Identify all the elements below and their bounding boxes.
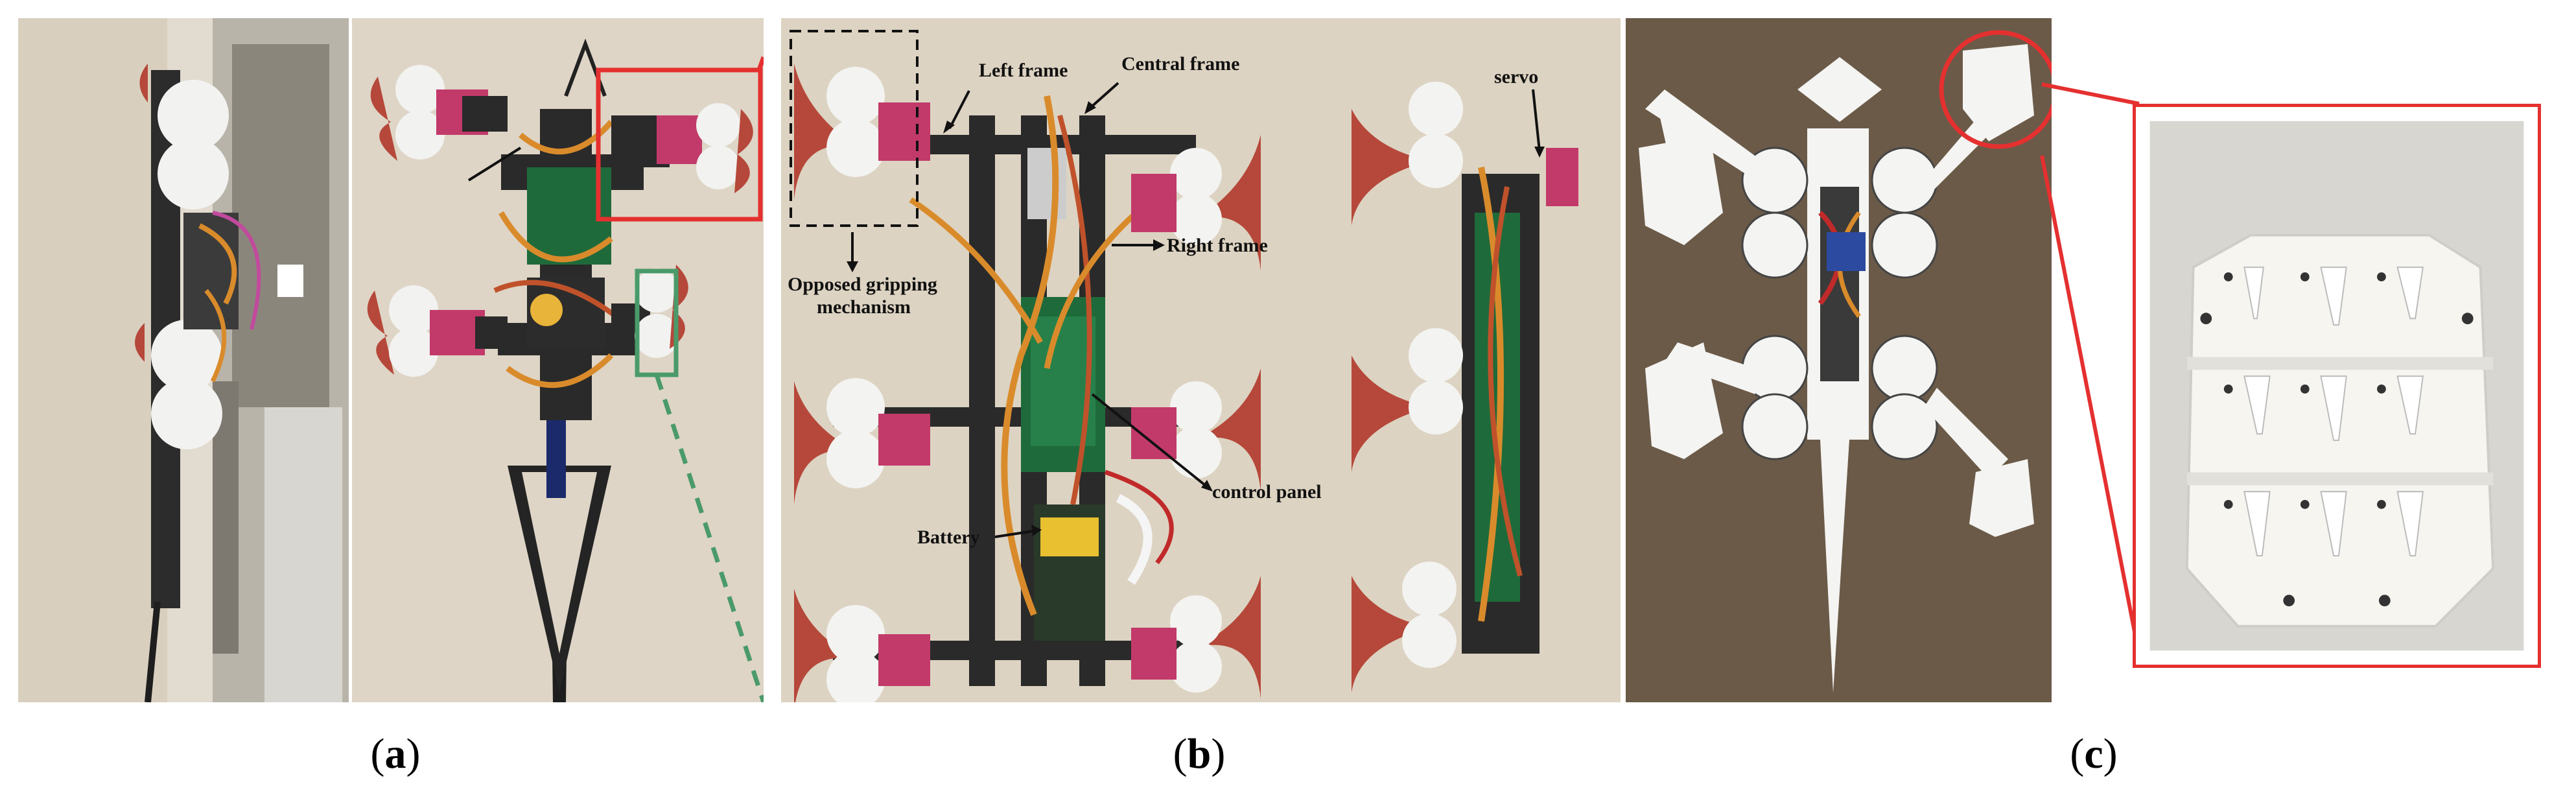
callout-servo: servo: [1494, 66, 1538, 88]
callout-control-panel: control panel: [1212, 481, 1322, 503]
panel-label-c: (c): [2070, 730, 2118, 777]
callout-left-frame: Left frame: [979, 60, 1068, 81]
panel-a-side-photo: [18, 18, 349, 702]
callout-central-frame: Central frame: [1121, 53, 1239, 75]
panel-label-b: (b): [1173, 730, 1226, 777]
callout-opposed-gripping-line2: mechanism: [817, 296, 911, 318]
panel-c-foot-zoom: [2133, 104, 2541, 668]
panel-b-photo: Left frame Central frame servo Right fra…: [781, 18, 1621, 702]
panel-label-a: (a): [370, 730, 421, 777]
panel-a-wall-photo: [352, 18, 764, 702]
callout-right-frame: Right frame: [1167, 235, 1268, 256]
panel-c-zoom-connector: [2040, 82, 2141, 656]
callout-battery: Battery: [917, 527, 980, 548]
callout-opposed-gripping-line1: Opposed gripping: [788, 274, 937, 295]
panel-c-robot-photo: [1626, 18, 2052, 702]
